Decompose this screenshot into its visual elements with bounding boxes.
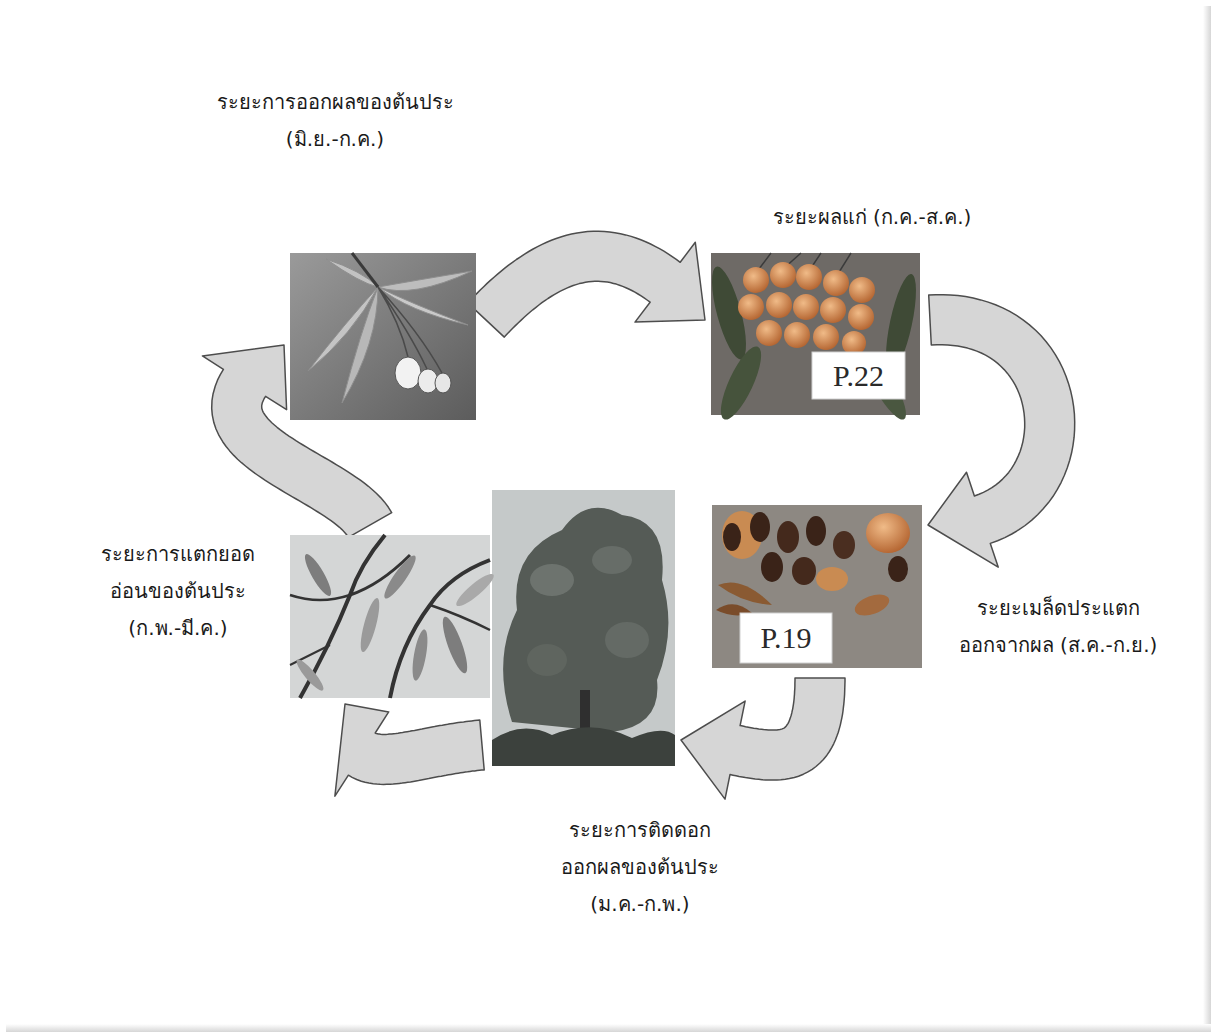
stage-label: ระยะการติดดอก ออกผลของต้นประ (ม.ค.-ก.พ.) bbox=[560, 812, 721, 923]
photo-tag: P.19 bbox=[740, 613, 832, 663]
stage-photo: ระยะผลแก่ (ก.ค.-ส.ค.) bbox=[711, 253, 920, 415]
flowering-tree-photo bbox=[492, 490, 675, 766]
fruiting-photo bbox=[290, 253, 476, 420]
frame-shadow bbox=[6, 1024, 1211, 1032]
text-run: ระยะเมล็ดประแตก bbox=[977, 596, 1140, 620]
text-run: ระยะการแตกยอด bbox=[101, 542, 255, 566]
text-run: (ม.ค.-ก.พ.) bbox=[590, 892, 689, 916]
block-arrow bbox=[681, 678, 845, 799]
stage-photo: ระยะการออกผลของต้นประ (มิ.ย.-ก.ค.) bbox=[290, 253, 476, 420]
text-run: (ก.พ.-มี.ค.) bbox=[128, 616, 227, 640]
text-run: ระยะผลแก่ bbox=[773, 205, 867, 229]
block-arrow bbox=[335, 704, 484, 796]
text-run: ออกผลของต้นประ bbox=[561, 855, 719, 879]
seed-release-photo bbox=[712, 505, 922, 668]
stage-photo: ระยะการแตกยอด อ่อนของต้นประ (ก.พ.-มี.ค.) bbox=[290, 535, 490, 698]
stage-label: ระยะการออกผลของต้นประ (มิ.ย.-ก.ค.) bbox=[215, 84, 455, 158]
stage-photo: ระยะเมล็ดประแตก ออกจากผล (ส.ค.-ก.ย.) bbox=[712, 505, 922, 668]
text-run: (มิ.ย.-ก.ค.) bbox=[286, 127, 384, 151]
ripe-fruit-photo bbox=[705, 253, 922, 424]
frame-shadow bbox=[1203, 6, 1211, 1032]
stage-photo: ระยะการติดดอก ออกผลของต้นประ (ม.ค.-ก.พ.) bbox=[492, 490, 675, 766]
stage-label: ระยะเมล็ดประแตก ออกจากผล (ส.ค.-ก.ย.) bbox=[957, 590, 1159, 664]
block-arrow bbox=[468, 231, 705, 337]
photo-tag: P.22 bbox=[812, 352, 905, 399]
text-run: ระยะการติดดอก bbox=[569, 818, 711, 842]
text-run: อ่อนของต้นประ bbox=[110, 579, 246, 603]
text-run: (ส.ค.-ก.ย.) bbox=[1060, 633, 1157, 657]
stage-label: ระยะการแตกยอด อ่อนของต้นประ (ก.พ.-มี.ค.) bbox=[100, 536, 257, 647]
text-run: ระยะการออกผลของต้นประ bbox=[217, 90, 454, 114]
stage-label: ระยะผลแก่ (ก.ค.-ส.ค.) bbox=[771, 199, 973, 236]
new-shoots-photo bbox=[290, 535, 497, 698]
block-arrow bbox=[928, 295, 1075, 567]
text-run: (ก.ค.-ส.ค.) bbox=[873, 205, 971, 229]
text-run: ออกจากผล bbox=[959, 633, 1054, 657]
